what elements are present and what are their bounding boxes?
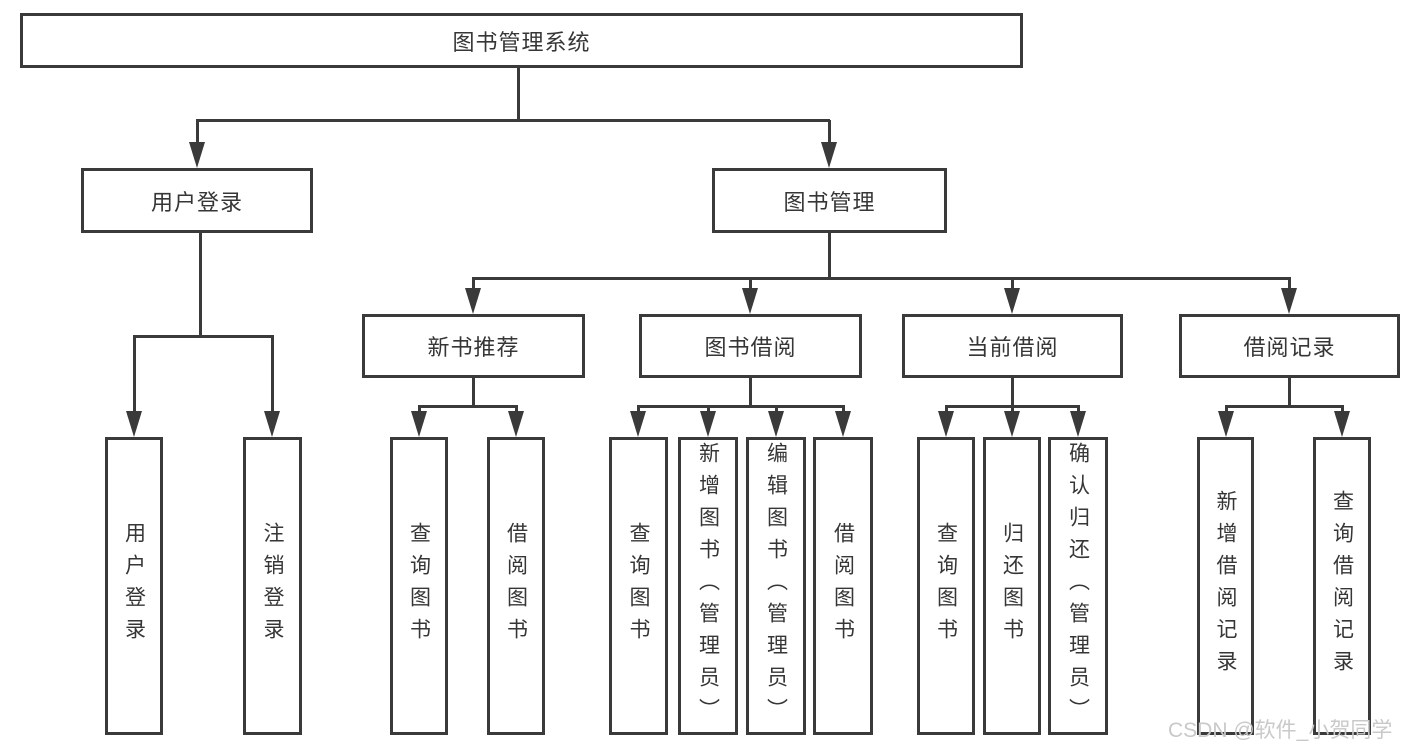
node-leaf-query-book-1: 查询图书 <box>390 437 448 735</box>
arrowhead-leaf-logout <box>264 411 280 437</box>
node-label: 借阅图书 <box>504 522 528 650</box>
node-leaf-borrow-book-2: 借阅图书 <box>813 437 873 735</box>
arrowhead-add-record <box>1218 411 1234 437</box>
node-leaf-return-book: 归还图书 <box>983 437 1041 735</box>
edge-drop-new-book-rec <box>471 278 475 290</box>
node-root-library-system: 图书管理系统 <box>20 13 1023 68</box>
edge-borrow-records-stem <box>1287 378 1291 406</box>
edge-drop-add-book <box>706 406 710 413</box>
node-leaf-borrow-book-1: 借阅图书 <box>487 437 545 735</box>
node-label: 归还图书 <box>1000 522 1024 650</box>
edge-drop-leaf-user-login <box>132 336 136 412</box>
edge-drop-user-login <box>195 120 199 144</box>
edge-root-branch <box>196 118 830 122</box>
node-leaf-add-borrow-record: 新增借阅记录 <box>1197 437 1254 735</box>
node-label: 新增图书（管理员） <box>696 442 720 730</box>
node-label: 新增借阅记录 <box>1214 490 1237 682</box>
edge-drop-borrow-book-2 <box>841 406 845 413</box>
node-new-book-recommend: 新书推荐 <box>362 314 585 378</box>
node-leaf-edit-book-admin: 编辑图书（管理员） <box>746 437 806 735</box>
edge-user-login-stem <box>198 233 202 336</box>
arrowhead-new-book-rec <box>465 288 481 314</box>
edge-drop-book-borrow <box>748 278 752 290</box>
arrowhead-query-book-2 <box>630 411 646 437</box>
node-user-login: 用户登录 <box>81 168 313 233</box>
node-leaf-query-borrow-record: 查询借阅记录 <box>1313 437 1371 735</box>
node-label: 查询图书 <box>934 522 958 650</box>
arrowhead-current-borrow <box>1004 288 1020 314</box>
arrowhead-borrow-records <box>1281 288 1297 314</box>
edge-book-mgmt-branch <box>471 276 1291 280</box>
edge-book-borrow-stem <box>748 378 752 406</box>
edge-drop-query-book-2 <box>636 406 640 413</box>
node-label: 用户登录 <box>150 189 243 215</box>
node-leaf-query-book-3: 查询图书 <box>917 437 975 735</box>
edge-root-stem <box>516 68 520 121</box>
arrowhead-query-book-3 <box>938 411 954 437</box>
edge-drop-current-borrow <box>1010 278 1014 290</box>
edge-drop-confirm-return <box>1076 406 1080 413</box>
node-label: 图书借阅 <box>704 335 797 360</box>
arrowhead-confirm-return <box>1070 411 1086 437</box>
edge-book-borrow-branch <box>636 404 845 408</box>
node-label: 借阅记录 <box>1243 335 1336 360</box>
edge-book-mgmt-stem <box>827 233 831 278</box>
node-label: 查询图书 <box>627 522 650 650</box>
edge-drop-query-record <box>1340 406 1344 413</box>
arrowhead-query-book-1 <box>411 411 427 437</box>
node-label: 用户登录 <box>122 522 146 650</box>
edge-current-borrow-stem <box>1010 378 1014 406</box>
edge-drop-query-book-1 <box>417 406 421 413</box>
arrowhead-return-book <box>1004 411 1020 437</box>
arrowhead-borrow-book-1 <box>508 411 524 437</box>
node-label: 图书管理 <box>783 189 876 215</box>
node-leaf-user-login: 用户登录 <box>105 437 163 735</box>
edge-drop-leaf-logout <box>270 336 274 412</box>
edge-drop-borrow-book-1 <box>514 406 518 413</box>
edge-new-book-rec-stem <box>471 378 475 406</box>
arrowhead-user-login <box>189 142 205 168</box>
edge-drop-query-book-3 <box>944 406 948 413</box>
arrowhead-book-mgmt <box>821 142 837 168</box>
node-label: 确认归还（管理员） <box>1066 442 1090 730</box>
arrowhead-add-book <box>700 411 716 437</box>
node-borrowing-records: 借阅记录 <box>1179 314 1400 378</box>
node-book-borrowing: 图书借阅 <box>639 314 862 378</box>
node-label: 编辑图书（管理员） <box>764 442 788 730</box>
node-book-management: 图书管理 <box>712 168 947 233</box>
edge-drop-book-mgmt <box>827 120 831 144</box>
node-current-borrowing: 当前借阅 <box>902 314 1123 378</box>
node-leaf-query-book-2: 查询图书 <box>609 437 668 735</box>
node-label: 借阅图书 <box>831 522 855 650</box>
node-label: 查询借阅记录 <box>1330 490 1354 682</box>
node-label: 图书管理系统 <box>452 29 591 55</box>
edge-borrow-records-branch <box>1224 404 1344 408</box>
node-leaf-confirm-return-admin: 确认归还（管理员） <box>1048 437 1108 735</box>
edge-drop-return-book <box>1010 406 1014 413</box>
edge-drop-edit-book <box>774 406 778 413</box>
csdn-watermark: CSDN @软件_小贺同学 <box>1168 719 1393 742</box>
node-label: 新书推荐 <box>427 335 520 360</box>
edge-drop-borrow-records <box>1287 278 1291 290</box>
node-leaf-add-book-admin: 新增图书（管理员） <box>678 437 738 735</box>
arrowhead-query-record <box>1334 411 1350 437</box>
node-leaf-logout: 注销登录 <box>243 437 302 735</box>
arrowhead-borrow-book-2 <box>835 411 851 437</box>
node-label: 查询图书 <box>407 522 431 650</box>
arrowhead-book-borrow <box>742 288 758 314</box>
edge-new-book-rec-branch <box>417 404 518 408</box>
node-label: 当前借阅 <box>966 335 1059 360</box>
arrowhead-leaf-user-login <box>126 411 142 437</box>
edge-drop-add-record <box>1224 406 1228 413</box>
arrowhead-edit-book <box>768 411 784 437</box>
edge-user-login-branch <box>132 334 274 338</box>
node-label: 注销登录 <box>261 522 284 650</box>
